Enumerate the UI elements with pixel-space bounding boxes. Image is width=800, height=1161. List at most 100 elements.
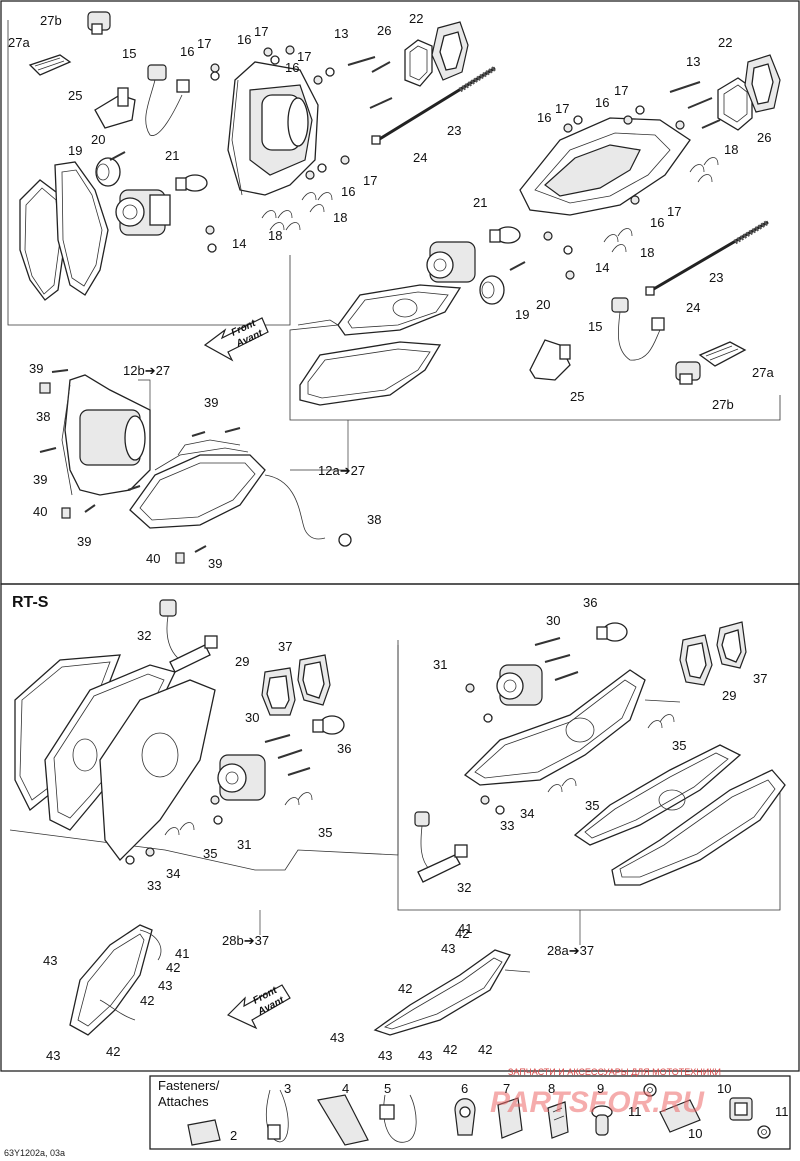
callout-39: 39	[29, 361, 43, 376]
ref-28b: 28b➔37	[222, 933, 269, 948]
headlight-housing-top	[227, 61, 319, 196]
callout-43: 43	[378, 1048, 392, 1063]
watermark-tagline: ЗАПЧАСТИ И АКСЕССУАРЫ ДЛЯ МОТОТЕХНИКИ	[508, 1067, 721, 1077]
fastener-11-washer-a	[643, 1083, 657, 1097]
callout-23: 23	[447, 123, 461, 138]
rts-lens-left	[14, 654, 216, 861]
callout-18: 18	[333, 210, 347, 225]
socket-19-right	[479, 275, 505, 305]
callout-11: 11	[775, 1104, 789, 1119]
bulb-21-top	[175, 174, 208, 192]
callout-43: 43	[158, 978, 172, 993]
callout-17: 17	[363, 173, 377, 188]
cover-22-right	[744, 54, 781, 113]
adjuster-rod-23-right	[645, 219, 770, 296]
callout-43: 43	[441, 941, 455, 956]
callout-29: 29	[235, 654, 249, 669]
callout-17: 17	[555, 101, 569, 116]
callout-17: 17	[297, 49, 311, 64]
callout-18: 18	[268, 228, 282, 243]
rts-assembled-right	[373, 949, 531, 1036]
callout-39: 39	[77, 534, 91, 549]
callout-24: 24	[413, 150, 427, 165]
callout-16: 16	[595, 95, 609, 110]
cover-22-top	[431, 21, 469, 81]
callout-29: 29	[722, 688, 736, 703]
connector-27b-right	[675, 361, 701, 385]
fastener-7-clip	[497, 1097, 523, 1139]
fastener-11-washer-b	[757, 1125, 771, 1139]
callout-22: 22	[718, 35, 732, 50]
rts-bulb-36-right	[596, 622, 628, 642]
callout-3: 3	[284, 1081, 291, 1096]
callout-16: 16	[537, 110, 551, 125]
callout-13: 13	[686, 54, 700, 69]
callout-21: 21	[165, 148, 179, 163]
callout-14: 14	[595, 260, 609, 275]
callout-31: 31	[237, 837, 251, 852]
headlight-assembled-lower-left	[61, 374, 151, 496]
bracket-25-top	[94, 87, 136, 129]
callout-42: 42	[398, 981, 412, 996]
callout-35: 35	[672, 738, 686, 753]
fastener-10-nut-a	[659, 1099, 701, 1133]
callout-16: 16	[285, 60, 299, 75]
callout-8: 8	[548, 1081, 555, 1096]
callout-42: 42	[140, 993, 154, 1008]
callout-20: 20	[536, 297, 550, 312]
rts-projector-left	[217, 754, 266, 801]
connector-27b-top	[87, 11, 111, 35]
callout-2: 2	[230, 1128, 237, 1143]
callout-4: 4	[342, 1081, 349, 1096]
callout-15: 15	[122, 46, 136, 61]
callout-6: 6	[461, 1081, 468, 1096]
left-group-frame	[7, 20, 291, 326]
rts-assembled-left	[69, 924, 162, 1036]
callout-18: 18	[640, 245, 654, 260]
rts-bulb-36-left	[312, 715, 345, 735]
adjuster-rod-23-top	[371, 65, 497, 145]
callout-27a: 27a	[8, 35, 30, 50]
fastener-3-tie	[265, 1089, 289, 1143]
headlight-housing-right	[519, 117, 691, 216]
clip-group-18-a	[261, 210, 301, 231]
rts-bolts-left	[125, 734, 313, 865]
bolts-lower-left	[39, 369, 241, 564]
rts-section-frame	[0, 583, 800, 1072]
projector-module-top	[115, 189, 171, 236]
harness-15-top	[145, 64, 190, 136]
bolts-top-right	[509, 81, 721, 280]
callout-32: 32	[457, 880, 471, 895]
bolts-top-left	[109, 45, 393, 253]
callout-37: 37	[753, 671, 767, 686]
fastener-5-clamp	[379, 1094, 417, 1143]
headlight-assembled-lower-right	[129, 439, 352, 547]
connector-27a-top	[28, 54, 72, 76]
callout-10: 10	[688, 1126, 702, 1141]
ref-12a: 12a➔27	[318, 463, 365, 478]
callout-19: 19	[515, 307, 529, 322]
callout-26: 26	[377, 23, 391, 38]
section-title-rts: RT-S	[12, 594, 49, 611]
callout-13: 13	[334, 26, 348, 41]
watermark-logo: PARTSFOR.RU	[490, 1086, 705, 1119]
callout-36: 36	[337, 741, 351, 756]
callout-43: 43	[46, 1048, 60, 1063]
callout-34: 34	[166, 866, 180, 881]
gasket-26-top	[404, 39, 433, 87]
rts-cover-37-left	[297, 654, 331, 706]
callout-43: 43	[43, 953, 57, 968]
clip-groups-18-right	[603, 157, 719, 253]
callout-27a: 27a	[752, 365, 774, 380]
callout-41: 41	[175, 946, 189, 961]
callout-25: 25	[68, 88, 82, 103]
bezel-right	[337, 284, 462, 336]
callout-41: 41	[458, 921, 472, 936]
callout-38: 38	[36, 409, 50, 424]
callout-27b: 27b	[40, 13, 62, 28]
rts-right-group-frame	[397, 645, 781, 911]
fastener-8-clip	[547, 1101, 569, 1139]
callout-10: 10	[717, 1081, 731, 1096]
